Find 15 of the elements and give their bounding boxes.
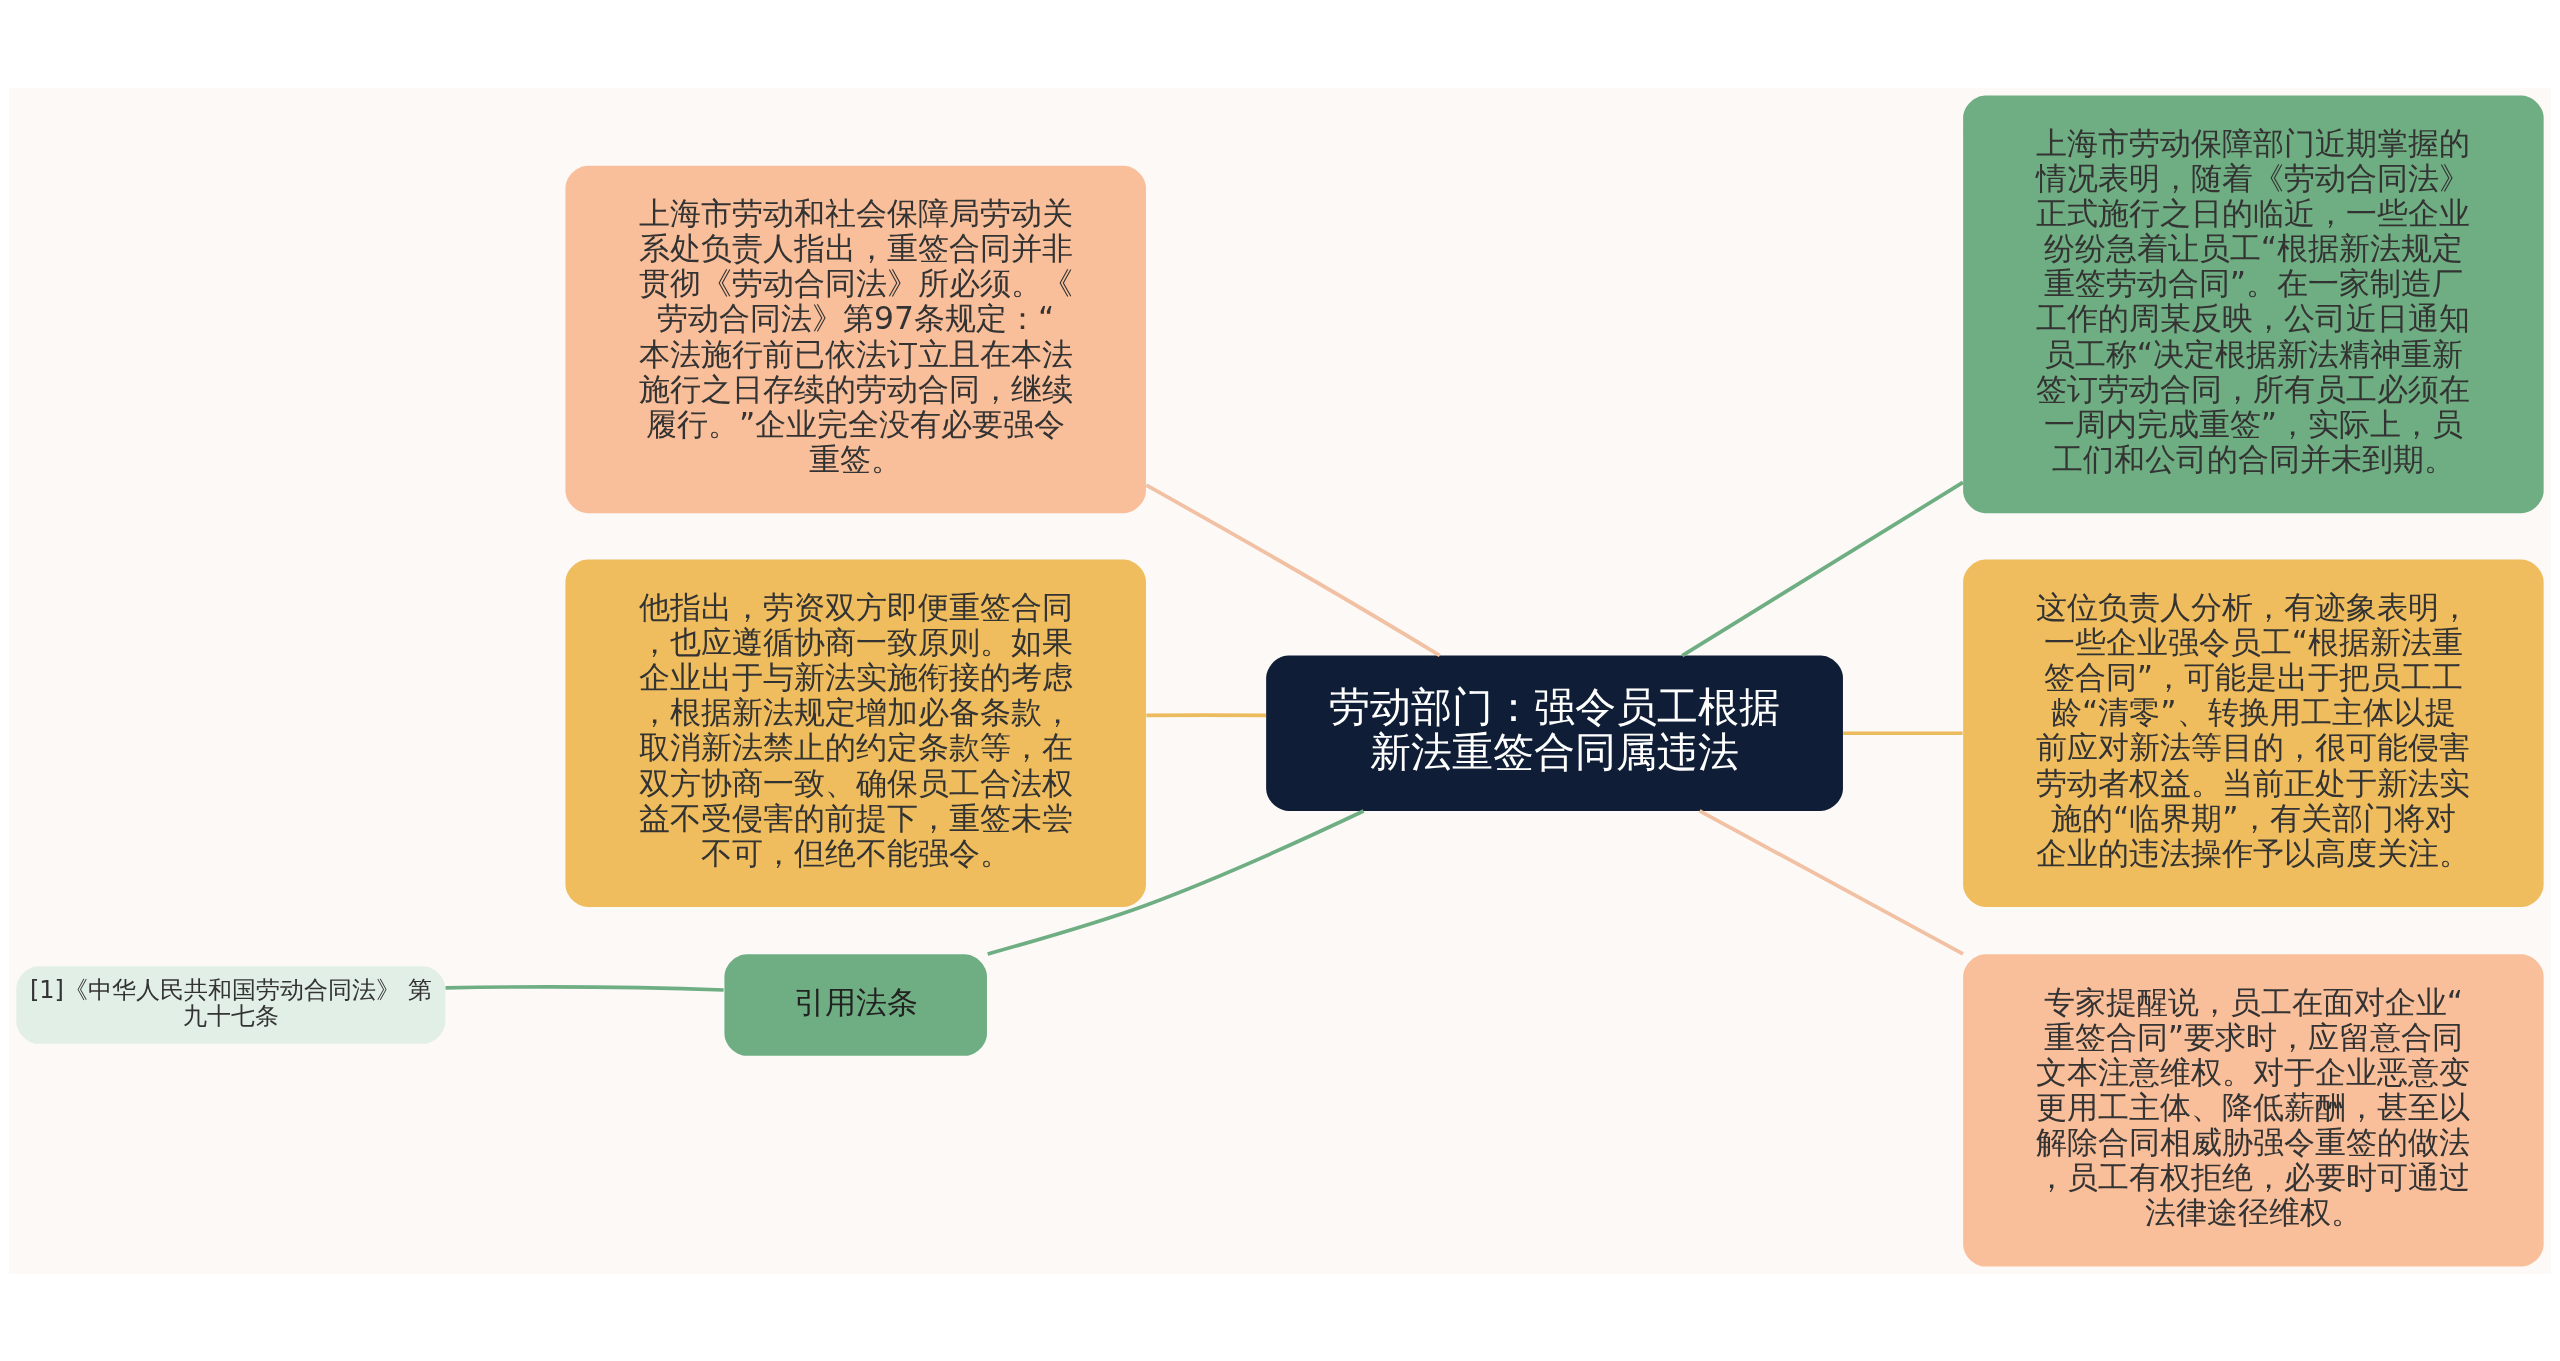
- connector: [987, 808, 1365, 956]
- connector: [445, 984, 724, 992]
- connector: [1698, 808, 1964, 955]
- node-box: 劳动部门：强令员工根据新法重签合同属违法: [1266, 655, 1843, 811]
- connector: [1146, 712, 1266, 717]
- node-box: 他指出，劳资双方即便重签合同，也应遵循协商一致原则。如果企业出于与新法实施衔接的考虑，根据新法规定增加必备条款，取消新法禁止的约定条款等，在双方协商一致、确保员工合法权益不受侵害的前提下，重签未尝不可，但绝不能强令。: [565, 558, 1146, 907]
- node-box: 上海市劳动和社会保障局劳动关系处负责人指出，重签合同并非贯彻《劳动合同法》所必须。《劳动合同法》第97条规定：“本法施行前已依法订立且在本法施行之日存续的劳动合同，继续履行。”企业完全没有必要强令重签。: [565, 165, 1146, 513]
- connector: [1843, 730, 1963, 735]
- connector: [1681, 480, 1964, 657]
- node-box: 这位负责人分析，有迹象表明，一些企业强令员工“根据新法重签合同”，可能是出于把员工工龄“清零”、转换用工主体以提前应对新法等目的，很可能侵害劳动者权益。当前正处于新法实施的“临界期”，有关部门将对企业的违法操作予以高度关注。: [1963, 558, 2544, 907]
- connector: [1145, 483, 1441, 657]
- node-box: 上海市劳动保障部门近期掌握的情况表明，随着《劳动合同法》正式施行之日的临近，一些企业纷纷急着让员工“根据新法规定重签劳动合同”。在一家制造厂工作的周某反映，公司近日通知员工称“决定根据新法精神重新签订劳动合同，所有员工必须在一周内完成重签”，实际上，员工们和公司的合同并未到期。: [1963, 94, 2544, 513]
- node-box: 引用法条: [724, 953, 987, 1056]
- node-box: 专家提醒说，员工在面对企业“重签合同”要求时，应留意合同文本注意维权。对于企业恶意变更用工主体、降低薪酬，甚至以解除合同相威胁强令重签的做法，员工有权拒绝，必要时可通过法律途径维权。: [1963, 953, 2544, 1267]
- node-box: [1]《中华人民共和国劳动合同法》 第九十七条: [16, 965, 446, 1044]
